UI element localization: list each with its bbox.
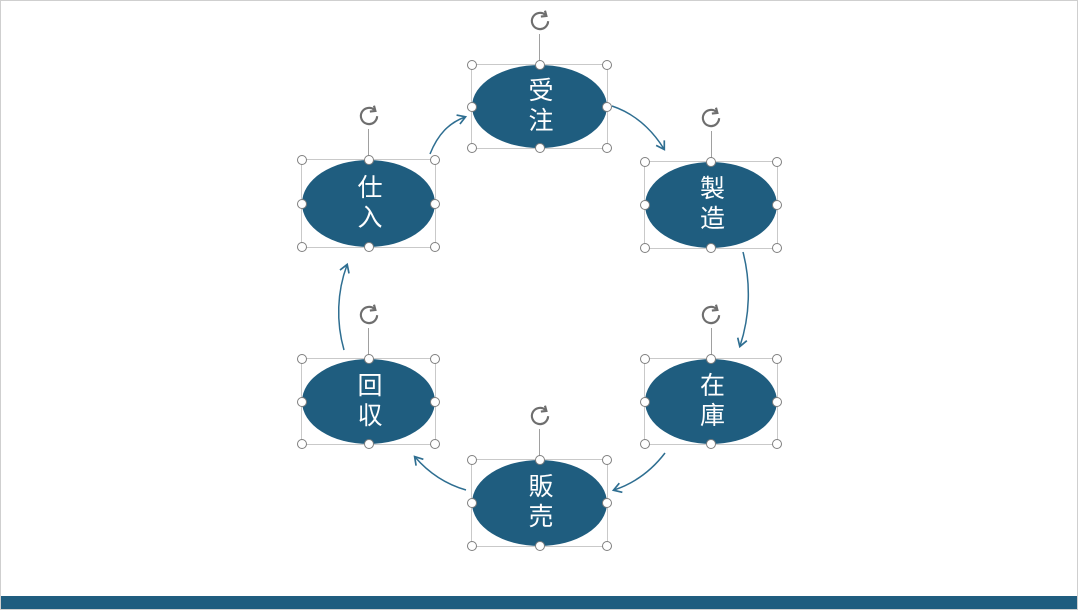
resize-handle-e[interactable] — [772, 396, 782, 407]
ellipse-shape[interactable]: 回収 — [302, 359, 435, 444]
resize-handle-sw[interactable] — [297, 242, 307, 252]
node-shiire[interactable]: 仕入 — [297, 105, 440, 252]
node-kaishuu[interactable]: 回収 — [297, 304, 440, 449]
rotate-handle-stem — [710, 131, 712, 161]
resize-handle-ne[interactable] — [772, 354, 782, 364]
resize-handle-w[interactable] — [297, 396, 307, 407]
resize-handle-sw[interactable] — [640, 439, 650, 449]
shape-label: 製造 — [696, 175, 726, 235]
resize-handle-s[interactable] — [363, 439, 374, 449]
rotate-handle-icon[interactable] — [698, 302, 724, 328]
rotate-handle-icon[interactable] — [527, 403, 553, 429]
rotate-handle-icon[interactable] — [698, 105, 724, 131]
ellipse-shape[interactable]: 販売 — [472, 460, 607, 546]
rotate-handle-stem — [368, 129, 369, 159]
shape-label: 受注 — [525, 76, 554, 137]
resize-handle-sw[interactable] — [297, 439, 307, 449]
resize-handle-n[interactable] — [363, 155, 374, 165]
resize-handle-ne[interactable] — [602, 455, 612, 465]
arrow-zaiko-to-hanbai[interactable] — [611, 452, 666, 494]
resize-handle-se[interactable] — [602, 143, 612, 153]
node-juchuu[interactable]: 受注 — [467, 10, 612, 153]
resize-handle-sw[interactable] — [467, 143, 477, 153]
shape-label: 仕入 — [354, 173, 383, 234]
arrow-shiire-to-juchuu[interactable] — [429, 114, 468, 155]
resize-handle-nw[interactable] — [297, 155, 307, 165]
resize-handle-w[interactable] — [297, 198, 307, 209]
resize-handle-n[interactable] — [534, 455, 545, 465]
resize-handle-n[interactable] — [706, 157, 716, 167]
rotate-handle-icon[interactable] — [356, 103, 382, 129]
resize-handle-s[interactable] — [706, 243, 716, 253]
selection-box: 回収 — [297, 354, 440, 449]
resize-handle-nw[interactable] — [297, 354, 307, 364]
ellipse-shape[interactable]: 仕入 — [302, 160, 435, 247]
rotate-handle-stem — [368, 328, 369, 358]
resize-handle-se[interactable] — [772, 243, 782, 253]
resize-handle-se[interactable] — [772, 439, 782, 449]
resize-handle-w[interactable] — [467, 101, 477, 112]
arrow-seizou-to-zaiko[interactable] — [736, 251, 750, 349]
resize-handle-w[interactable] — [640, 396, 650, 407]
rotate-handle-stem — [539, 34, 540, 64]
node-hanbai[interactable]: 販売 — [467, 405, 612, 551]
bottom-accent-bar — [1, 596, 1077, 609]
resize-handle-s[interactable] — [534, 143, 545, 153]
resize-handle-s[interactable] — [363, 242, 374, 252]
resize-handle-n[interactable] — [534, 60, 545, 70]
resize-handle-nw[interactable] — [640, 354, 650, 364]
resize-handle-ne[interactable] — [430, 155, 440, 165]
resize-handle-s[interactable] — [534, 541, 545, 551]
arrow-kaishuu-to-shiire[interactable] — [337, 262, 350, 351]
resize-handle-w[interactable] — [467, 498, 477, 508]
arrow-juchuu-to-seizou[interactable] — [611, 105, 666, 151]
resize-handle-se[interactable] — [430, 242, 440, 252]
ellipse-shape[interactable]: 製造 — [645, 162, 777, 248]
selection-box: 在庫 — [640, 354, 782, 449]
resize-handle-nw[interactable] — [640, 157, 650, 167]
rotate-handle-stem — [539, 429, 540, 459]
resize-handle-s[interactable] — [706, 439, 716, 449]
resize-handle-nw[interactable] — [467, 455, 477, 465]
selection-box: 販売 — [467, 455, 612, 551]
selection-box: 製造 — [640, 157, 782, 253]
rotate-handle-stem — [710, 328, 712, 358]
rotate-handle-icon[interactable] — [527, 8, 553, 34]
selection-box: 受注 — [467, 60, 612, 153]
ellipse-shape[interactable]: 受注 — [472, 65, 607, 148]
resize-handle-e[interactable] — [602, 498, 612, 508]
arrow-hanbai-to-kaishuu[interactable] — [413, 455, 467, 491]
resize-handle-ne[interactable] — [430, 354, 440, 364]
rotate-handle-icon[interactable] — [356, 302, 382, 328]
node-seizou[interactable]: 製造 — [640, 107, 782, 253]
node-zaiko[interactable]: 在庫 — [640, 304, 782, 449]
resize-handle-ne[interactable] — [772, 157, 782, 167]
shape-label: 回収 — [354, 371, 383, 432]
ellipse-shape[interactable]: 在庫 — [645, 359, 777, 444]
shape-label: 在庫 — [696, 371, 726, 432]
resize-handle-ne[interactable] — [602, 60, 612, 70]
resize-handle-n[interactable] — [363, 354, 374, 364]
shape-label: 販売 — [525, 473, 554, 533]
resize-handle-nw[interactable] — [467, 60, 477, 70]
selection-box: 仕入 — [297, 155, 440, 252]
resize-handle-sw[interactable] — [640, 243, 650, 253]
resize-handle-sw[interactable] — [467, 541, 477, 551]
resize-handle-n[interactable] — [706, 354, 716, 364]
resize-handle-se[interactable] — [430, 439, 440, 449]
resize-handle-e[interactable] — [430, 198, 440, 209]
resize-handle-e[interactable] — [430, 396, 440, 407]
resize-handle-e[interactable] — [602, 101, 612, 112]
resize-handle-w[interactable] — [640, 200, 650, 210]
resize-handle-e[interactable] — [772, 200, 782, 210]
resize-handle-se[interactable] — [602, 541, 612, 551]
